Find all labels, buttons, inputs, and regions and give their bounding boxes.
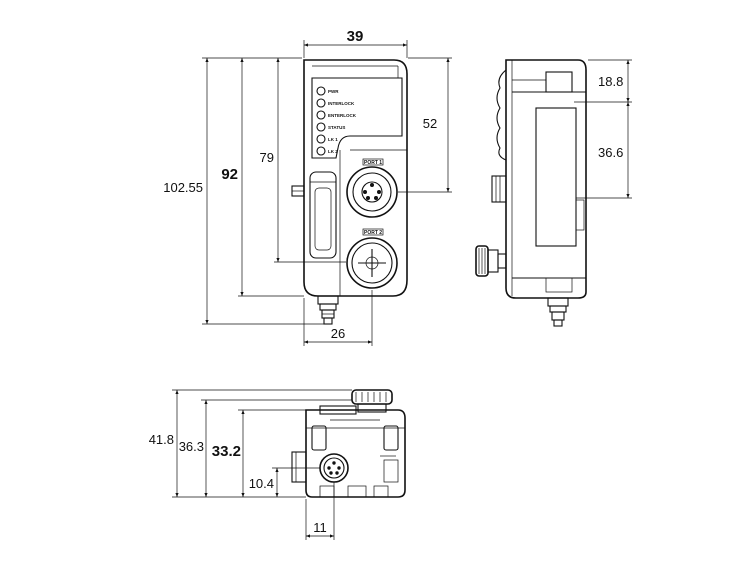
- side-bottom-connector: [547, 297, 569, 327]
- dim-side-top: 18.8: [598, 74, 623, 89]
- dim-side-middle: 36.6: [598, 145, 623, 160]
- dim-port-offset: 52: [423, 116, 437, 131]
- led-indicator: [316, 134, 326, 144]
- led-column: PWR INTERLOCK ENTERLOCK STATUS LK 1 LK 2: [316, 86, 357, 156]
- front-display-window: [311, 77, 403, 159]
- side-housing-outline: [505, 59, 587, 299]
- dim-inner-height: 79: [260, 150, 274, 165]
- port1-connector: [346, 166, 398, 218]
- led-label-pwr: PWR: [328, 89, 339, 94]
- port1-label: PORT 1: [364, 160, 382, 166]
- dim-total-height: 102.55: [163, 180, 203, 195]
- dim-bottom-total: 41.8: [149, 432, 174, 447]
- front-housing-outline: [303, 59, 408, 297]
- led-indicator: [316, 110, 326, 120]
- front-slot-window: [309, 171, 337, 259]
- side-port-knob: [475, 245, 507, 277]
- led-indicator: [316, 86, 326, 96]
- side-grip-ridges: [496, 69, 507, 161]
- bottom-connector-face: [319, 453, 349, 483]
- side-label-panel: [535, 107, 577, 247]
- dim-bottom-body: 33.2: [212, 443, 241, 460]
- led-label-lk1: LK 1: [328, 137, 338, 142]
- bottom-port-knob: [351, 389, 393, 413]
- front-bottom-connector: [317, 295, 339, 325]
- front-view: PWR INTERLOCK ENTERLOCK STATUS LK 1 LK 2…: [163, 28, 452, 346]
- led-label-enterlock: ENTERLOCK: [328, 113, 357, 118]
- led-label-status: STATUS: [328, 125, 345, 130]
- port2-cap: [346, 237, 398, 289]
- bottom-view: 41.8 36.3 33.2 10.4 11: [149, 389, 406, 540]
- side-view: 18.8 36.6: [475, 59, 632, 327]
- bottom-housing-outline: [305, 409, 406, 498]
- led-label-lk2: LK 2: [328, 149, 338, 154]
- led-label-interlock: INTERLOCK: [328, 101, 355, 106]
- dim-body-height: 92: [221, 166, 238, 183]
- dim-bottom-mid: 36.3: [179, 439, 204, 454]
- led-indicator: [316, 146, 326, 156]
- led-indicator: [316, 98, 326, 108]
- led-indicator: [316, 122, 326, 132]
- dim-bottom-offset: 26: [331, 326, 345, 341]
- port2-label: PORT 2: [364, 230, 382, 236]
- dim-connector-height: 10.4: [249, 476, 274, 491]
- dim-width: 39: [347, 28, 364, 45]
- dim-connector-offset: 11: [313, 520, 327, 535]
